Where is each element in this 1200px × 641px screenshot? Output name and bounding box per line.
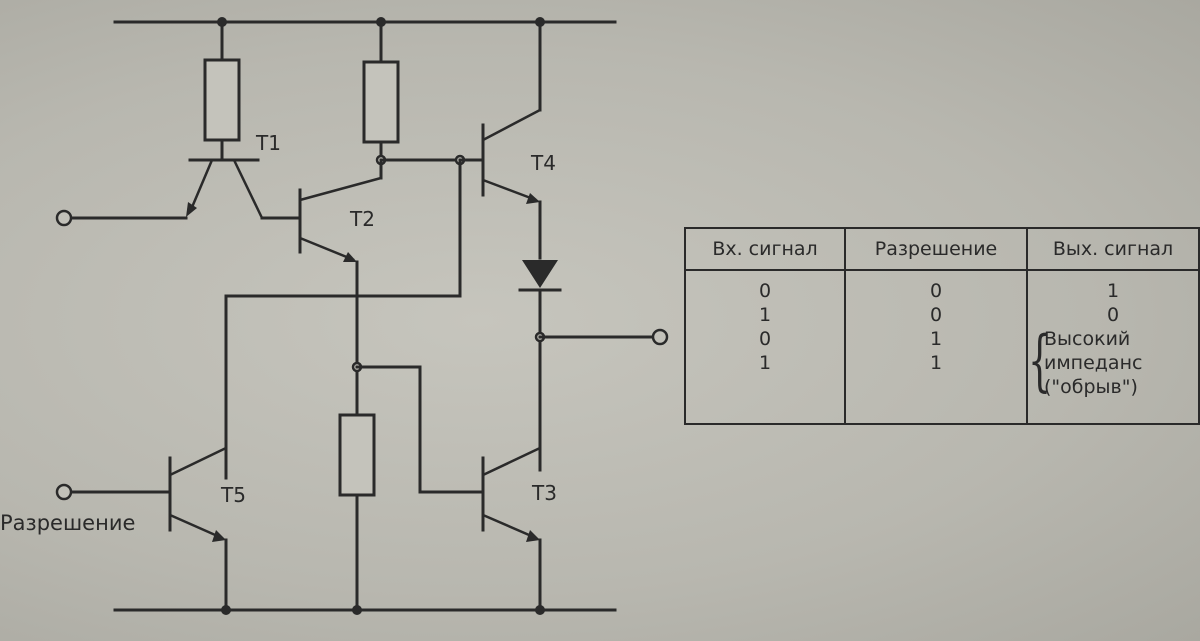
transistor-t4 [481,20,542,204]
enable-value: 0 [929,304,943,326]
column-input-values: 0 1 0 1 [684,269,846,425]
enable-value: 0 [929,280,943,302]
label-t4: T4 [530,151,556,175]
transistor-t3 [481,446,541,542]
output-terminal [651,328,669,346]
junction-dot [221,605,231,615]
truth-table: Вх. сигнал Разрешение Вых. сигнал 0 1 0 … [684,227,1200,425]
input-value: 1 [758,352,772,374]
enable-path-wire [224,158,462,480]
label-t5: T5 [220,483,246,507]
transistor-t1 [186,158,264,219]
transistor-t5 [168,446,228,542]
enable-terminal [55,483,73,501]
junction-dot [535,17,545,27]
label-t3: T3 [531,481,557,505]
junction-dot [535,605,545,615]
transistor-t2 [298,158,383,262]
input-value: 0 [758,280,772,302]
resistor-r3 [338,413,376,497]
input-terminal [55,209,73,227]
junction-dot [217,17,227,27]
header-enable: Разрешение [844,227,1028,271]
label-t1: T1 [255,131,281,155]
junction-dot [352,605,362,615]
label-t2: T2 [349,207,375,231]
output-value: 0 [1106,304,1120,326]
high-z-line: Высокий [1044,328,1131,350]
high-impedance-note: { Высокий импеданс ("обрыв") [1028,327,1198,399]
high-z-line: ("обрыв") [1044,376,1138,398]
input-value: 0 [758,328,772,350]
junction-dot [376,17,386,27]
diode [518,260,562,292]
column-output-values: 1 0 { Высокий импеданс ("обрыв") [1026,269,1200,425]
input-value: 1 [758,304,772,326]
output-value: 1 [1106,280,1120,302]
brace-icon: { [1028,322,1052,399]
enable-value: 1 [929,328,943,350]
column-enable-values: 0 0 1 1 [844,269,1028,425]
header-output-signal: Вых. сигнал [1026,227,1200,271]
enable-value: 1 [929,352,943,374]
label-enable-input: Разрешение [0,511,135,535]
header-input-signal: Вх. сигнал [684,227,846,271]
high-z-line: импеданс [1044,352,1143,374]
resistor-r2 [362,20,400,162]
resistor-r1 [203,20,241,162]
t3-base-wire [418,365,485,494]
